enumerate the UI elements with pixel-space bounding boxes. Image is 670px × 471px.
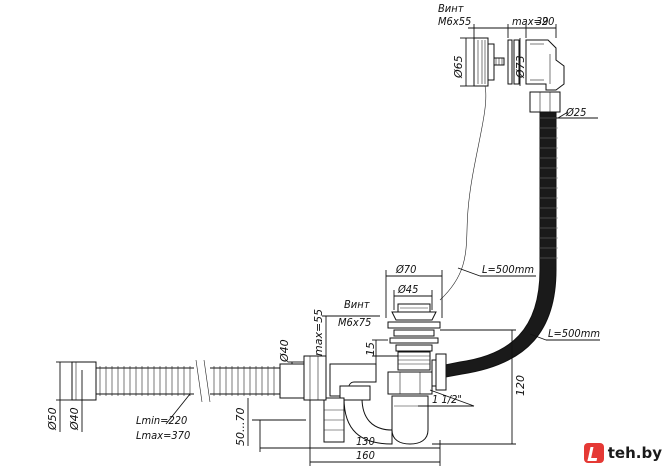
label-120: 120: [514, 375, 527, 396]
label-d73: Ø73: [514, 55, 527, 79]
bottom-dimensions: [247, 117, 600, 466]
overflow-body: [525, 39, 565, 91]
label-d40-left: Ø40: [68, 407, 81, 431]
label-max20: max=20: [512, 15, 554, 28]
label-39: 39: [536, 15, 549, 28]
label-50-70: 50...70: [234, 408, 247, 446]
label-d70: Ø70: [395, 263, 416, 276]
label-d40-vert: Ø40: [278, 339, 291, 363]
label-lmax: Lmax=370: [136, 429, 190, 442]
label-d45: Ø45: [397, 283, 418, 296]
watermark: teh.by: [579, 441, 666, 465]
drain-plug: [391, 311, 437, 321]
drain-nut: [387, 371, 433, 395]
label-d25: Ø25: [565, 106, 586, 119]
label-thread: 1 1/2": [432, 393, 462, 406]
dimension-labels: Винт М6х55 max=20 39 Ø65 Ø73 Ø25 L=500mm…: [46, 2, 600, 462]
washer: [507, 39, 513, 85]
flexible-hose: [439, 111, 569, 379]
watermark-text: teh.by: [607, 444, 662, 462]
trap-elbow: [288, 315, 398, 445]
label-l500-upper: L=500mm: [482, 263, 534, 276]
overflow-cap: [473, 37, 489, 87]
label-l500-lower: L=500mm: [548, 327, 600, 340]
pipe-end-socket: [71, 361, 97, 401]
trap-body: [391, 395, 429, 445]
label-lmin: Lmin=220: [136, 414, 187, 427]
corrugated-outlet-pipe: [56, 359, 305, 432]
control-cable: [439, 85, 487, 301]
label-d65: Ø65: [452, 55, 465, 79]
drain-flange: [387, 321, 441, 329]
drain-assembly: [385, 270, 447, 445]
overflow-assembly: [439, 24, 565, 301]
label-vint-mid: Винт: [344, 298, 370, 311]
label-130: 130: [356, 435, 375, 448]
label-m6x75: М6х75: [338, 316, 371, 329]
label-vint-top: Винт: [438, 2, 464, 15]
label-max55: max=55: [312, 309, 325, 356]
label-160: 160: [356, 449, 375, 462]
label-d50: Ø50: [46, 407, 59, 431]
teh-logo-icon: [583, 443, 604, 463]
pipe-coupling: [303, 355, 327, 401]
label-m6x55: М6х55: [438, 15, 471, 28]
label-15: 15: [364, 342, 377, 356]
hose-nut: [529, 91, 561, 113]
